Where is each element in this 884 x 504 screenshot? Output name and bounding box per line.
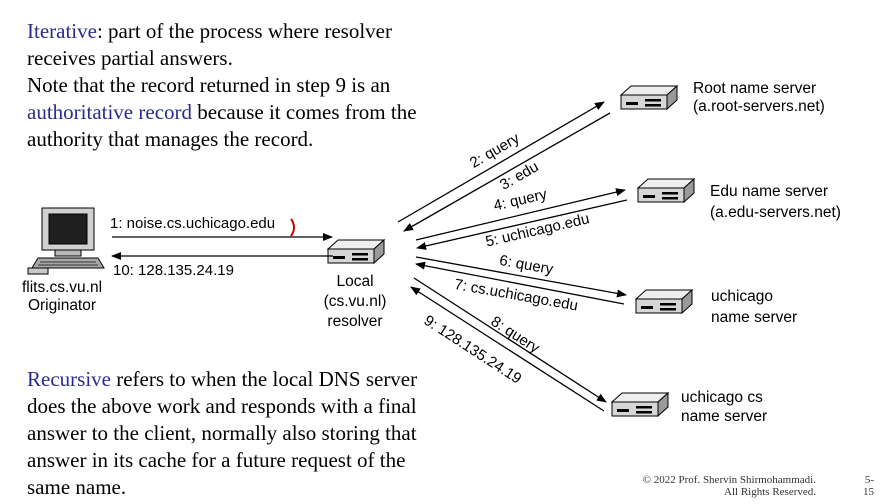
slide-number-page: 15	[863, 486, 874, 498]
recursive-description: Recursive refers to when the local DNS s…	[27, 366, 427, 501]
iterative-term: Iterative	[27, 19, 97, 43]
uchicago-server-icon	[635, 289, 693, 314]
copyright-line-1: © 2022 Prof. Shervin Shirmohammadi.	[642, 474, 816, 486]
slide-number: 5- 15	[863, 474, 874, 498]
arrow-step-5	[416, 199, 628, 250]
computer-icon	[27, 207, 105, 275]
root-server-host: (a.root-servers.net)	[693, 98, 825, 115]
step-10-label: 10: 128.135.24.19	[113, 262, 234, 279]
cursor-mark	[290, 218, 295, 237]
edu-server-host: (a.edu-servers.net)	[710, 204, 841, 221]
iterative-definition: : part of the process where resolver rec…	[27, 19, 392, 70]
resolver-label-line1: Local	[336, 273, 374, 290]
resolver-label: Local (cs.vu.nl) resolver	[315, 272, 395, 332]
arrow-step-3	[403, 112, 611, 232]
originator-host: flits.cs.vu.nl	[21, 279, 103, 296]
root-server-name: Root name server	[693, 80, 817, 97]
uchicago-cs-server-label: uchicago cs name server	[681, 388, 767, 426]
edu-server-label: Edu name server (a.edu-servers.net)	[710, 181, 841, 223]
arrow-step-2	[397, 101, 605, 223]
recursive-definition: refers to when the local DNS server does…	[27, 367, 418, 499]
step-1-label: 1: noise.cs.uchicago.edu	[110, 215, 276, 232]
resolver-label-line2: (cs.vu.nl)	[323, 293, 387, 310]
resolver-label-line3: resolver	[327, 313, 383, 330]
slide-number-chapter: 5-	[864, 474, 874, 486]
step-9-note: Note that the record returned in step 9 …	[27, 73, 391, 97]
root-server-icon	[620, 85, 678, 110]
uchicago-cs-server-icon	[611, 392, 669, 417]
root-server-label: Root name server (a.root-servers.net)	[693, 80, 825, 116]
originator-label: flits.cs.vu.nl Originator	[20, 279, 104, 315]
edu-server-icon	[637, 178, 695, 203]
uchicago-server-name: uchicago	[711, 288, 774, 305]
arrow-step-8	[413, 277, 607, 403]
step-9-note-end: because it comes from the authority that…	[27, 100, 417, 151]
arrow-step-7	[415, 261, 625, 305]
copyright-line-2: All Rights Reserved.	[724, 486, 816, 498]
uchicago-server-label: uchicago name server	[711, 286, 797, 328]
iterative-description: Iterative: part of the process where res…	[27, 18, 447, 153]
uchicago-cs-server-name: uchicago cs	[681, 389, 763, 406]
edu-server-name: Edu name server	[710, 183, 829, 200]
uchicago-server-role: name server	[711, 309, 798, 326]
arrow-step-9	[410, 286, 605, 412]
arrow-step-6	[415, 256, 627, 298]
authoritative-record-term: authoritative record	[27, 100, 193, 124]
originator-role: Originator	[27, 297, 97, 314]
copyright-notice: © 2022 Prof. Shervin Shirmohammadi. All …	[643, 474, 816, 498]
uchicago-cs-server-role: name server	[681, 408, 768, 425]
resolver-server-icon	[327, 239, 385, 264]
arrow-step-4	[415, 188, 626, 241]
recursive-term: Recursive	[27, 367, 111, 391]
